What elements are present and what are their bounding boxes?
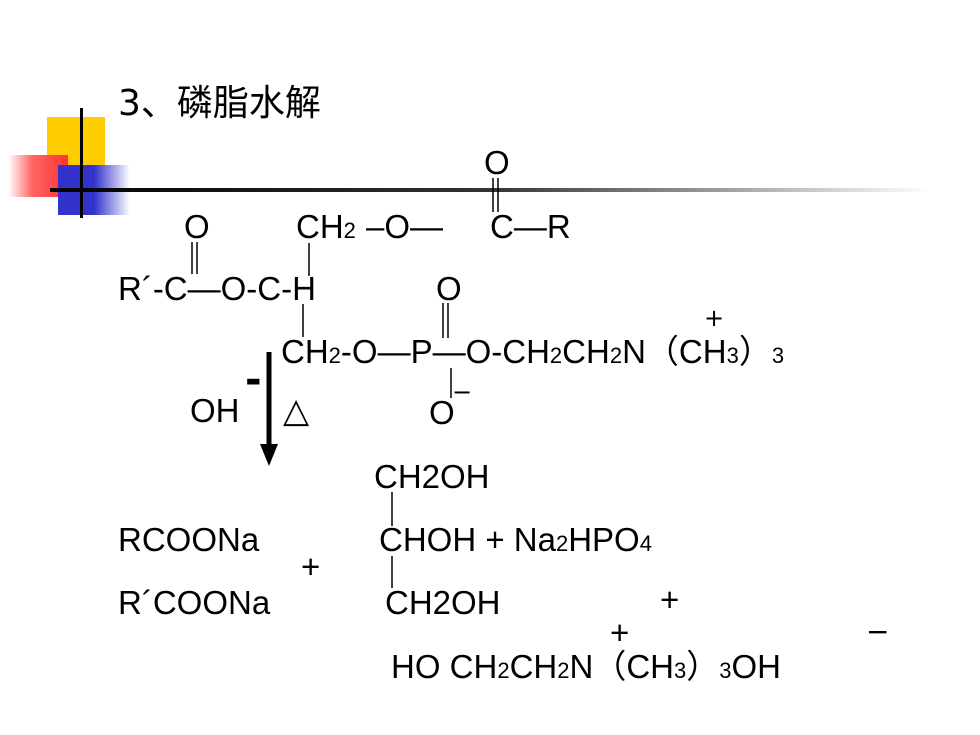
carbon-r: C—R [490, 208, 571, 245]
product-plus-1: + [301, 548, 321, 585]
phosphate-chain: CH2-O—P—O-CH2CH2N（CH3）3 [281, 333, 785, 370]
ester-oxygen: –O— [366, 208, 444, 245]
heat-delta: △ [283, 391, 310, 431]
carbonyl-oxygen-left: O [184, 208, 210, 245]
hydroxide-minus-sign: − [866, 615, 890, 648]
product-ch2oh-top: CH2OH [374, 458, 490, 495]
page-title: 3、磷脂水解 [118, 83, 321, 124]
product-rprime-coona: R´COONa [118, 584, 271, 621]
r-prime-glycerol-chain: R´-C—O-C-H [118, 270, 316, 307]
hydroxide: OH [190, 392, 240, 429]
ammonium-plus: + [704, 304, 725, 332]
product-choline-hydroxide: HO CH2CH2N（CH3）3OH [391, 648, 782, 685]
hydroxide-minus: - [245, 357, 262, 403]
reaction-arrow-head [260, 444, 278, 466]
phosphate-oxygen-anion: O [429, 394, 455, 431]
product-rcoona: RCOONa [118, 521, 260, 558]
ornament-horizontal-line [50, 188, 930, 192]
ch2-top: CH2 [296, 208, 356, 245]
ornament-vertical-line [80, 108, 83, 218]
product-chohl-na2hpo4: CHOH + Na2HPO4 [379, 521, 652, 558]
phosphoryl-oxygen: O [436, 270, 462, 307]
oxygen-minus-sign: − [452, 378, 473, 406]
product-plus-2: + [660, 581, 680, 618]
product-plus-3: + [610, 614, 630, 651]
carbonyl-oxygen-top: O [484, 144, 510, 181]
product-ch2oh-bottom: CH2OH [385, 584, 501, 621]
